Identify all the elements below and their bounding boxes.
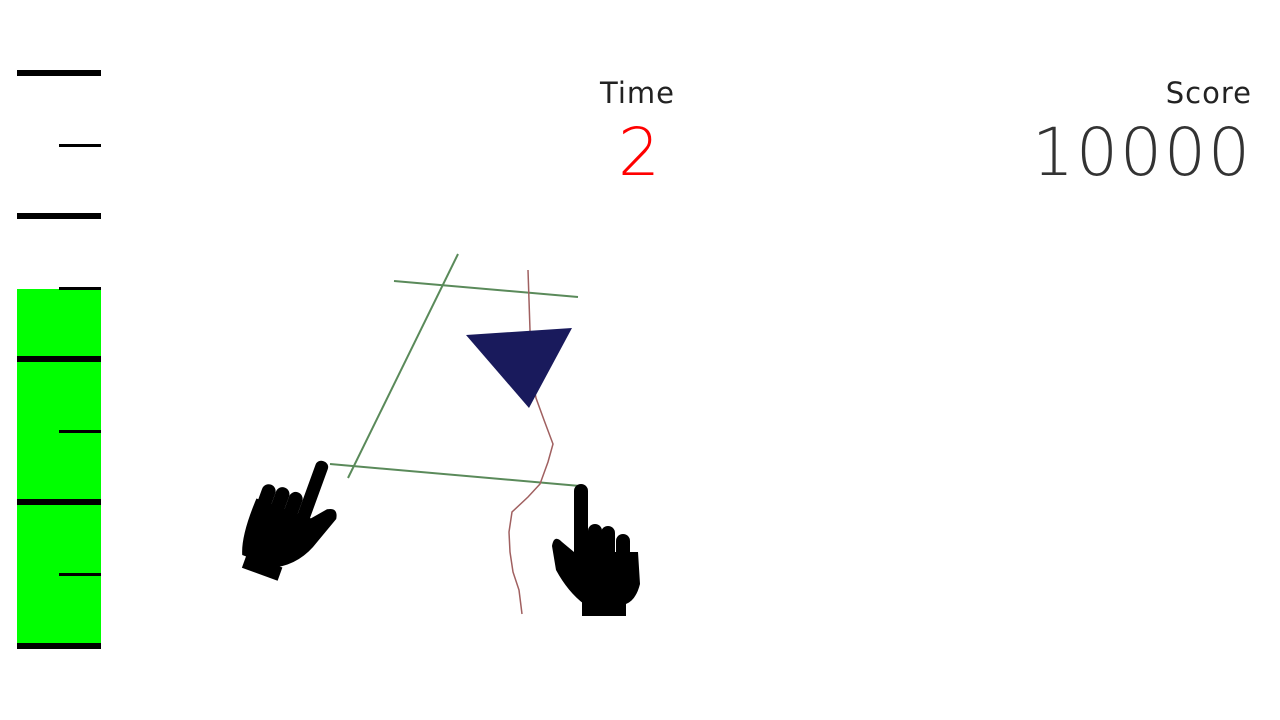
frame-line-left (347, 253, 459, 479)
gauge-tick-major (17, 499, 101, 505)
time-value: 2 (618, 114, 660, 191)
gauge-tick-minor (59, 430, 101, 433)
gauge-tick-major (17, 213, 101, 219)
gauge-tick-minor (59, 287, 101, 290)
score-value: 10000 (1032, 114, 1252, 191)
gauge-tick-major (17, 70, 101, 76)
gauge-tick-major (17, 356, 101, 362)
right-hand-pointing-icon (552, 484, 640, 616)
time-label: Time (600, 76, 675, 110)
score-label: Score (1165, 76, 1252, 110)
gauge-tick-minor (59, 144, 101, 147)
gauge-fill (17, 289, 101, 646)
gauge-tick-major (17, 643, 101, 649)
triangle-piece[interactable] (466, 328, 572, 408)
left-hand-pointing-icon (241, 460, 337, 581)
frame-line-top (393, 280, 579, 298)
level-gauge (0, 0, 110, 720)
frame-line-bottom (329, 463, 581, 487)
gauge-tick-minor (59, 573, 101, 576)
path-line (508, 269, 554, 615)
